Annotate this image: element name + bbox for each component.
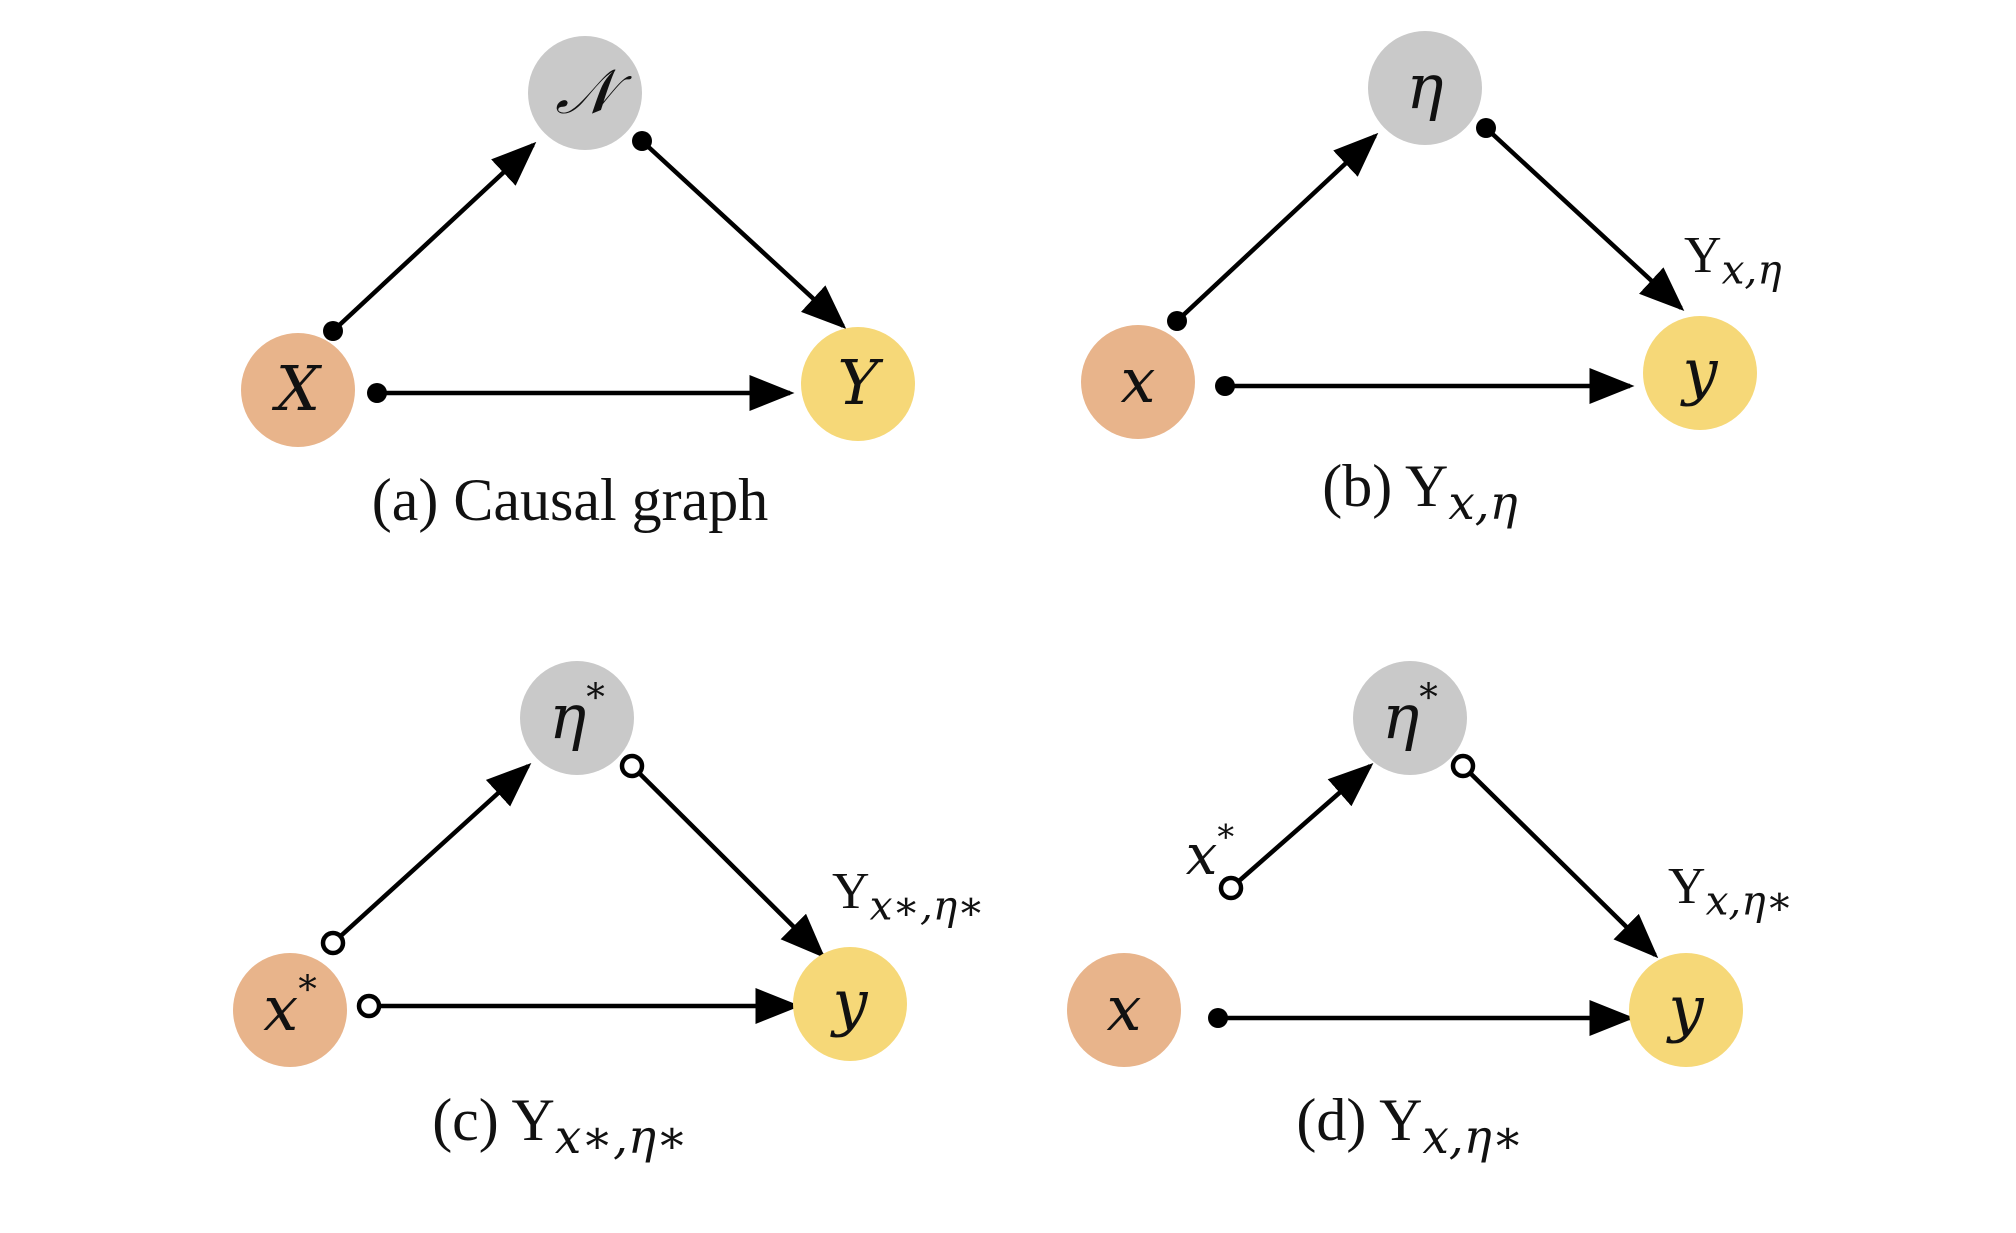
treatment-node	[233, 953, 347, 1067]
outcome-node	[793, 947, 907, 1061]
noise-node	[520, 661, 634, 775]
edge-left-right-hollow-tail	[356, 993, 382, 1019]
edge-top-right-arrow	[630, 764, 826, 959]
treatment-node	[241, 333, 355, 447]
noise-node	[1368, 31, 1482, 145]
treatment-node	[1067, 953, 1181, 1067]
outcome-node-label: y	[829, 966, 868, 1039]
outcome-node-label: y	[1679, 335, 1718, 408]
panel-caption: (c) Yx∗,η∗	[432, 1087, 688, 1165]
edge-left-right-solid-tail	[367, 383, 387, 403]
noise-node-label: η	[1406, 50, 1443, 123]
outcome-node	[1629, 953, 1743, 1067]
outcome-node-label: y	[1665, 972, 1704, 1045]
edge-free-top-hollow-tail	[1218, 875, 1244, 901]
noise-node	[528, 36, 642, 150]
treatment-node-label: x	[1107, 972, 1142, 1045]
edge-left-top-solid-tail	[323, 321, 343, 341]
outcome-annotation: Yx,η	[1684, 227, 1782, 293]
edge-left-right-solid-tail	[1215, 376, 1235, 396]
edge-top-right-hollow-tail	[619, 753, 645, 779]
edge-left-top-arrow	[331, 141, 537, 333]
edge-left-top-arrow	[1175, 132, 1379, 323]
edge-left-top-solid-tail	[1167, 311, 1187, 331]
panel-caption: (a) Causal graph	[372, 467, 769, 533]
panel-c: η*x*yYx∗,η∗(c) Yx∗,η∗	[233, 661, 985, 1165]
outcome-node	[801, 327, 915, 441]
edge-left-right-solid-tail	[1208, 1008, 1228, 1028]
edge-top-right-hollow-tail	[1450, 753, 1476, 779]
treatment-node-label: X	[272, 352, 323, 425]
edge-free-top-arrow	[1229, 763, 1374, 890]
outcome-annotation: Yx,η∗	[1668, 858, 1793, 924]
outcome-node	[1643, 316, 1757, 430]
edge-top-right-solid-tail	[632, 131, 652, 151]
outcome-annotation: Yx∗,η∗	[832, 863, 985, 929]
outcome-node-label: Y	[838, 346, 884, 419]
treatment-node	[1081, 325, 1195, 439]
treatment-node-label: x	[1121, 344, 1156, 417]
edge-top-right-arrow	[640, 139, 847, 330]
panel-caption: (b) Yx,η	[1322, 453, 1517, 531]
edge-top-right-arrow	[1461, 764, 1659, 959]
edge-left-top-hollow-tail	[320, 930, 346, 956]
edge-left-top-arrow	[331, 762, 532, 945]
noise-node	[1353, 661, 1467, 775]
panel-b: η x y Yx,η (b) Yx,η	[1081, 31, 1782, 531]
panel-caption: (d) Yx,η∗	[1296, 1087, 1523, 1165]
edge-top-right-arrow	[1484, 126, 1685, 312]
edge-top-right-solid-tail	[1476, 118, 1496, 138]
